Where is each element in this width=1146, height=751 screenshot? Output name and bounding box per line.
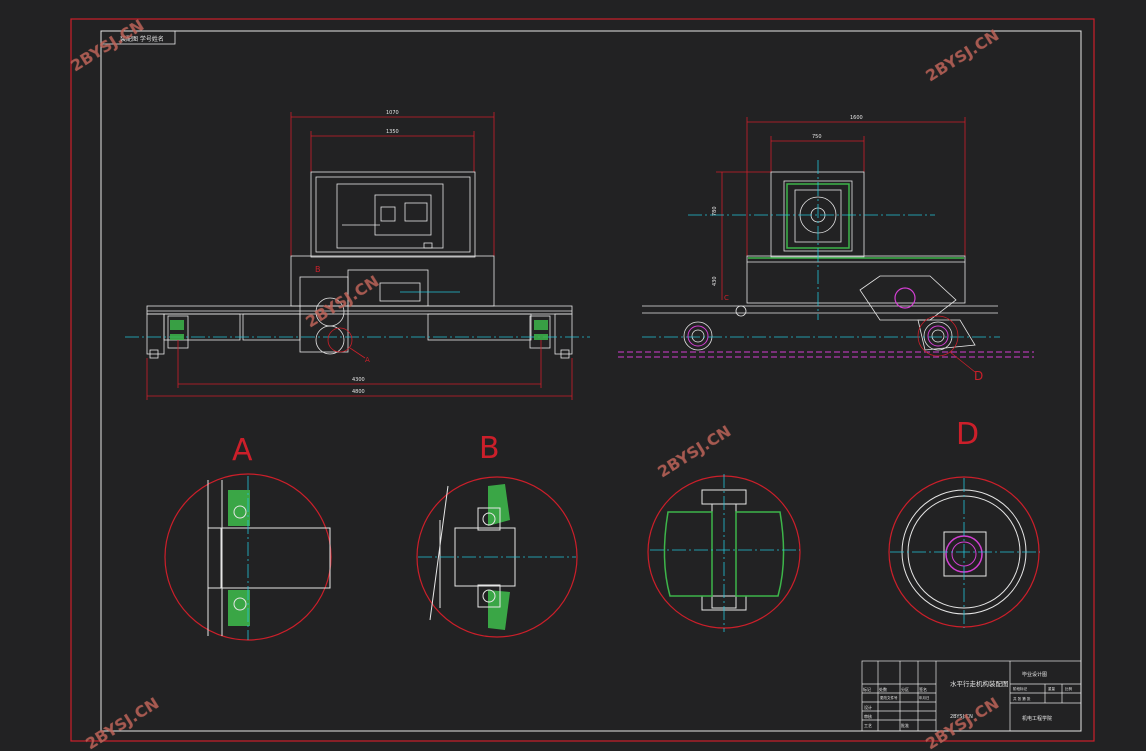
tb-row-2: 分区: [901, 686, 909, 692]
dim-side-low: 430: [712, 276, 718, 286]
detail-b: [416, 476, 578, 638]
callout-a-circle: [327, 327, 353, 353]
side-wheel-magenta-1: [687, 325, 709, 347]
detail-c: [647, 474, 801, 632]
callout-d-circle: [917, 315, 959, 357]
tb-role-1: 审核: [864, 713, 872, 719]
side-wheel-magenta-2: [927, 325, 949, 347]
watermark-4: 2BYSJ.CN: [654, 421, 734, 481]
dim-rail-span: 4300: [352, 377, 365, 383]
callout-a: A: [365, 356, 370, 364]
tb-row-1: 处数: [879, 686, 887, 692]
callout-d: D: [974, 369, 983, 383]
watermark-5: 2BYSJ.CN: [82, 693, 162, 751]
tb-role-3: 批准: [901, 722, 909, 728]
tb-row-4: 签名: [919, 686, 927, 692]
callout-d-leader: [949, 351, 976, 373]
dim-side-height: 780: [712, 206, 718, 216]
detail-d: [888, 476, 1040, 628]
side-view: [642, 117, 998, 351]
header-tag: 装配图 学号姓名: [120, 35, 164, 43]
front-view: [146, 112, 573, 400]
dim-side-width: 1600: [850, 115, 863, 121]
tb-stage-0: 阶段标记: [1013, 686, 1028, 691]
title-block-drawing-no: 2BYSJ.CN: [950, 714, 973, 720]
side-hatch: [748, 183, 964, 259]
detail-d-label: D: [956, 417, 979, 452]
tb-sheet: 共 张 第 张: [1013, 696, 1031, 701]
side-gear-magenta: [894, 287, 916, 309]
title-block: [861, 660, 1082, 732]
header-tag-box: [100, 30, 176, 45]
detail-a: [164, 473, 332, 641]
front-hatch: [170, 320, 548, 340]
callout-b: B: [315, 265, 321, 274]
outer-border: [70, 18, 1095, 742]
tb-role-0: 设计: [864, 704, 872, 710]
tb-stage-1: 重量: [1048, 686, 1056, 691]
callout-a-leader: [349, 347, 366, 359]
dim-total-length: 4800: [352, 389, 365, 395]
dim-overall-width: 1070: [386, 110, 399, 116]
tb-row-0: 标记: [863, 686, 871, 692]
title-block-title: 水平行走机构装配图: [950, 679, 1009, 688]
title-block-org: 毕业设计图: [1022, 671, 1047, 678]
title-block-school: 机电工程学院: [1022, 715, 1052, 722]
watermark-3: 2BYSJ.CN: [302, 271, 382, 331]
tb-row-5: 年月日: [919, 695, 930, 700]
detail-a-label: A: [232, 433, 253, 468]
detail-b-label: B: [479, 431, 500, 466]
watermark-2: 2BYSJ.CN: [922, 25, 1002, 85]
tb-stage-2: 比例: [1065, 686, 1073, 691]
watermark-1: 2BYSJ.CN: [67, 15, 147, 75]
dim-side-inner: 750: [812, 134, 822, 140]
watermarks: 2BYSJ.CN 2BYSJ.CN 2BYSJ.CN 2BYSJ.CN 2BYS…: [67, 15, 1002, 751]
tb-row-3: 更改文件号: [880, 695, 898, 700]
inner-frame: [100, 30, 1082, 732]
tb-role-2: 工艺: [864, 723, 872, 728]
dim-inner-width: 1350: [386, 129, 399, 135]
callout-c: C: [724, 294, 729, 302]
